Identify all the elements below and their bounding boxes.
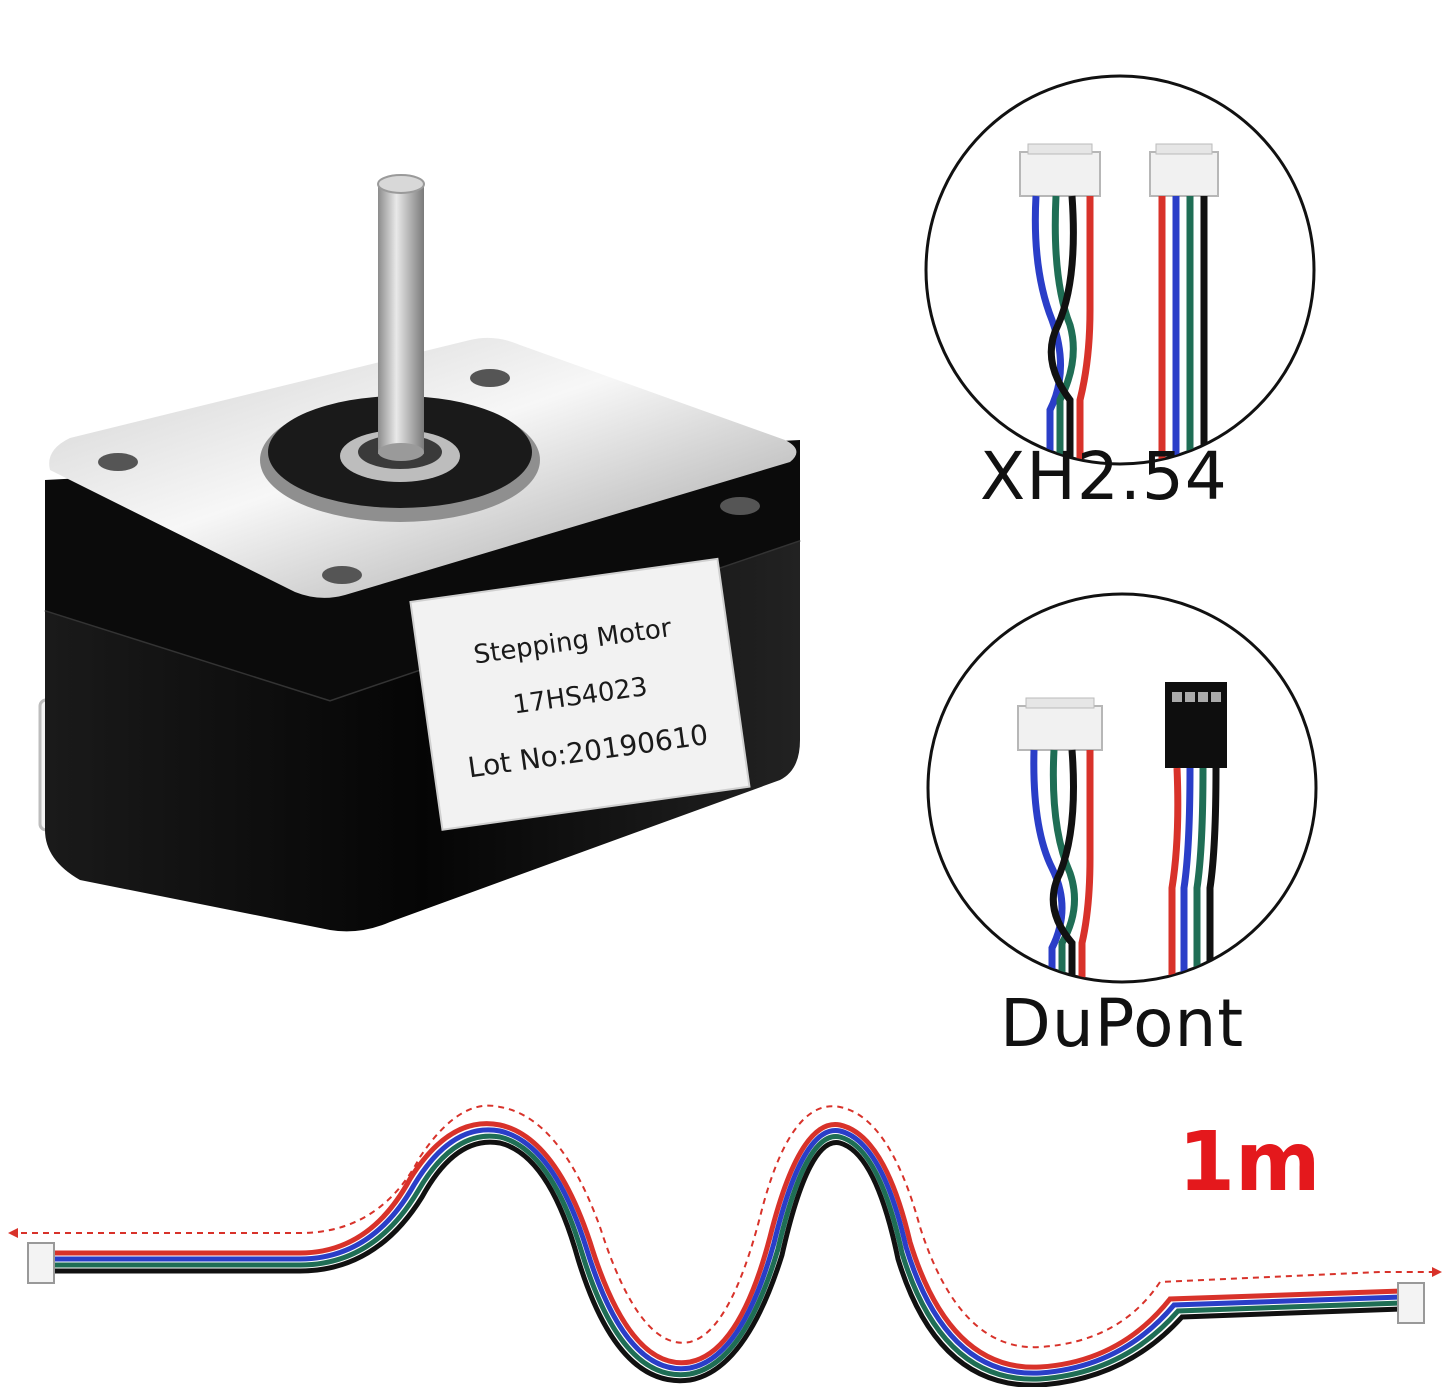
xh254-caption: XH2.54 <box>980 438 1228 515</box>
cable-illustration <box>8 1104 1442 1387</box>
dupont-connector-detail <box>926 592 1318 984</box>
xh254-connector-detail <box>924 74 1316 466</box>
cable-right-connector <box>1397 1282 1425 1324</box>
dupont-caption: DuPont <box>1000 985 1245 1062</box>
cable-length-label: 1m <box>1178 1115 1321 1210</box>
motor-label <box>409 557 751 831</box>
motor-shaft <box>378 182 424 454</box>
cable-left-connector <box>27 1242 55 1284</box>
stepper-motor-illustration: Stepping Motor 17HS4023 Lot No:20190610 <box>38 174 801 932</box>
